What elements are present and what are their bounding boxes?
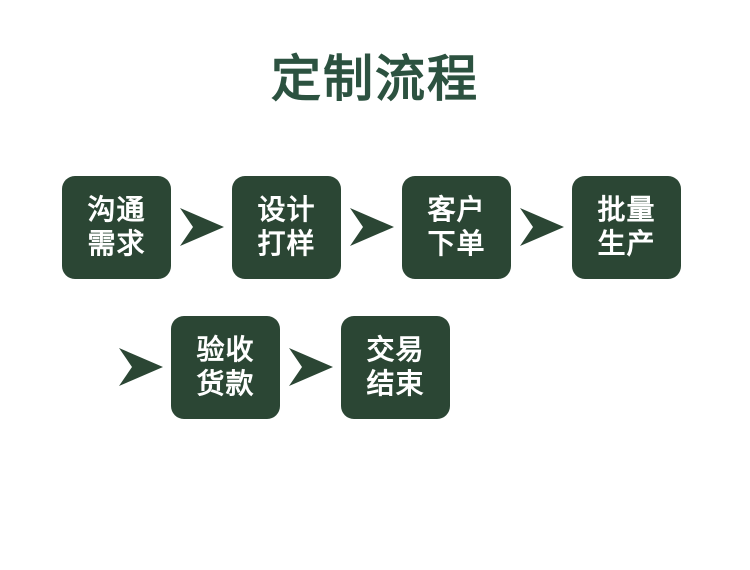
step-box-1[interactable]: 沟通 需求: [62, 175, 171, 279]
arrow-right-icon: [171, 175, 232, 279]
step-box-5[interactable]: 验收 货款: [171, 315, 280, 419]
step-label-line2: 需求: [87, 228, 146, 259]
arrow-right-icon: [110, 315, 171, 419]
flow-row-1: 沟通 需求 设计 打样 客户 下单 批量 生产: [62, 175, 681, 279]
step-label-line1: 交易: [366, 334, 425, 365]
step-label-line1: 客户: [427, 194, 486, 225]
step-label-line1: 验收: [196, 334, 255, 365]
step-label-line1: 设计: [257, 194, 316, 225]
flow-row-2: 验收 货款 交易 结束: [110, 315, 450, 419]
arrow-right-icon: [511, 175, 572, 279]
step-label-line2: 打样: [257, 228, 316, 259]
step-label-line1: 批量: [597, 194, 656, 225]
step-box-6[interactable]: 交易 结束: [341, 315, 450, 419]
step-label-line1: 沟通: [87, 194, 146, 225]
arrow-right-icon: [341, 175, 402, 279]
page-title: 定制流程: [271, 51, 479, 107]
step-label-line2: 货款: [196, 368, 255, 399]
step-box-2[interactable]: 设计 打样: [232, 175, 341, 279]
step-label-line2: 结束: [366, 368, 425, 399]
step-box-4[interactable]: 批量 生产: [572, 175, 681, 279]
step-box-3[interactable]: 客户 下单: [402, 175, 511, 279]
arrow-right-icon: [280, 315, 341, 419]
step-label-line2: 生产: [597, 228, 656, 259]
step-label-line2: 下单: [427, 228, 486, 259]
